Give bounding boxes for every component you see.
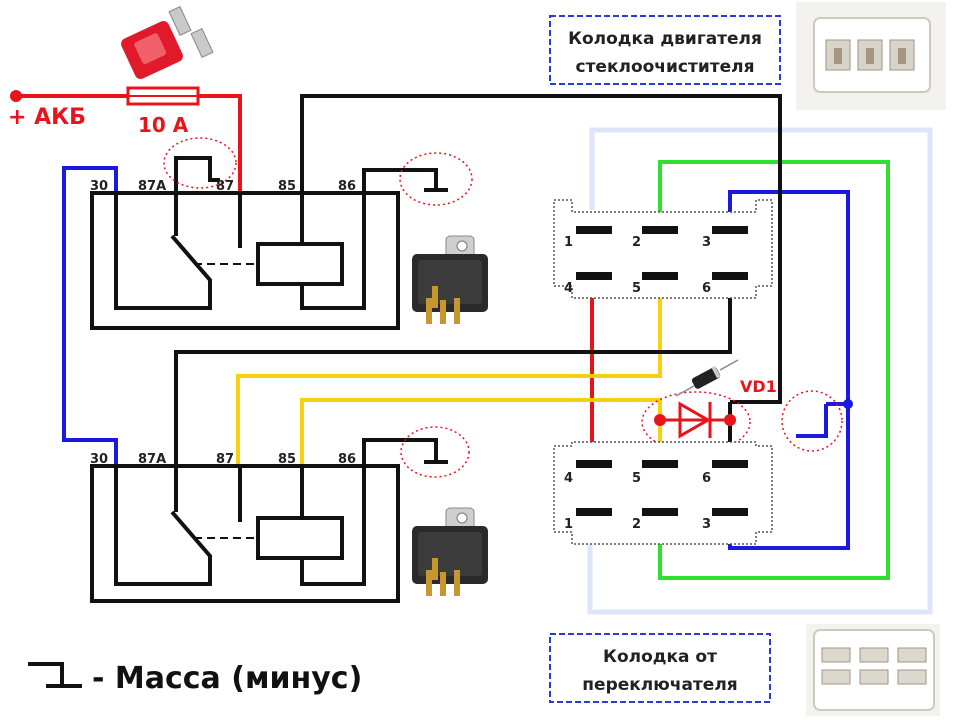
motor-pin-2: 2: [632, 235, 641, 250]
switch-pin-3: 3: [702, 517, 711, 532]
wire-green: [658, 160, 890, 580]
mini-fuse-picture: [121, 6, 214, 79]
legend-ground-icon: [28, 662, 82, 688]
diode-label: VD1: [740, 377, 777, 396]
wire-blue-left: [62, 166, 118, 466]
blue-junction-dot: [843, 399, 853, 409]
relay-top-photo: [412, 235, 488, 324]
battery-terminal-dot: [10, 90, 22, 102]
motor-pin-5: 5: [632, 281, 641, 296]
relay-bottom-pin-30: 30: [90, 452, 108, 467]
wire-lightblue: [587, 127, 933, 615]
switch-connector-title-line1: Колодка от: [603, 647, 717, 667]
motor-connector-title-line2: стеклоочистителя: [576, 57, 755, 77]
relay-bottom-internals: [114, 466, 366, 586]
motor-pin-3: 3: [702, 235, 711, 250]
motor-connector-label-box: [549, 15, 781, 85]
relay-bottom-pin-labels: 30 87A 87 85 86: [90, 452, 356, 467]
switch-pin-1: 1: [564, 517, 573, 532]
relay-top-pin-87: 87: [216, 179, 234, 194]
diode-symbol: [654, 401, 736, 439]
ground-highlight-blue: [781, 390, 843, 452]
connector-switch-outline: [553, 441, 773, 545]
connector-switch-pin-numbers: 4 5 6 1 2 3: [564, 471, 711, 532]
motor-pin-1: 1: [564, 235, 573, 250]
relay-bottom-body: [90, 464, 400, 603]
switch-pin-6: 6: [702, 471, 711, 486]
ground-symbol-blue: [796, 404, 828, 438]
battery-label: + АКБ: [8, 105, 86, 130]
motor-connector-photo: [796, 2, 946, 110]
wire-yellow-85: [300, 398, 662, 466]
connector-motor-outline: [553, 199, 773, 299]
relay-bottom-pin-87a: 87A: [138, 452, 166, 467]
ground-highlight-bottom-86: [400, 426, 470, 478]
ground-symbol-top-86: [362, 168, 448, 193]
relay-top-pin-86: 86: [338, 179, 356, 194]
motor-pin-4: 4: [564, 281, 573, 296]
relay-top-pin-30: 30: [90, 179, 108, 194]
relay-top-pin-labels: 30 87A 87 85 86: [90, 179, 356, 194]
connector-motor-terminals: [576, 226, 748, 280]
relay-top-pin-85: 85: [278, 179, 296, 194]
relay-bottom-pin-85: 85: [278, 452, 296, 467]
switch-connector-label-box: [549, 633, 771, 703]
wire-black-87a: [174, 282, 732, 466]
connector-motor-pin-numbers: 1 2 3 4 5 6: [564, 235, 711, 296]
motor-pin-6: 6: [702, 281, 711, 296]
switch-connector-title-line2: переключателя: [582, 675, 737, 695]
switch-pin-2: 2: [632, 517, 641, 532]
switch-pin-5: 5: [632, 471, 641, 486]
relay-top-pin-87a: 87A: [138, 179, 166, 194]
fuse-label: 10 А: [138, 113, 189, 137]
ground-highlight-top-87a: [163, 137, 237, 189]
relay-top-internals: [114, 193, 366, 310]
switch-connector-photo: [806, 624, 940, 716]
relay-top-body: [90, 191, 400, 330]
relay-bottom-pin-86: 86: [338, 452, 356, 467]
wire-black-85: [300, 94, 782, 404]
ground-symbol-top-87a: [174, 156, 220, 193]
relay-bottom-photo: [412, 507, 488, 596]
switch-pin-4: 4: [564, 471, 573, 486]
wire-red-battery: [18, 94, 242, 193]
wire-yellow-87: [236, 282, 662, 466]
relay-bottom-pin-87: 87: [216, 452, 234, 467]
ground-symbol-bottom-86: [362, 438, 448, 466]
motor-connector-title-line1: Колодка двигателя: [568, 29, 762, 49]
diode-highlight: [641, 391, 751, 453]
connector-switch-terminals: [576, 460, 748, 516]
diode-component-picture: [675, 359, 739, 397]
ground-highlight-top-86: [399, 152, 473, 206]
legend-text: - Масса (минус): [92, 661, 362, 696]
